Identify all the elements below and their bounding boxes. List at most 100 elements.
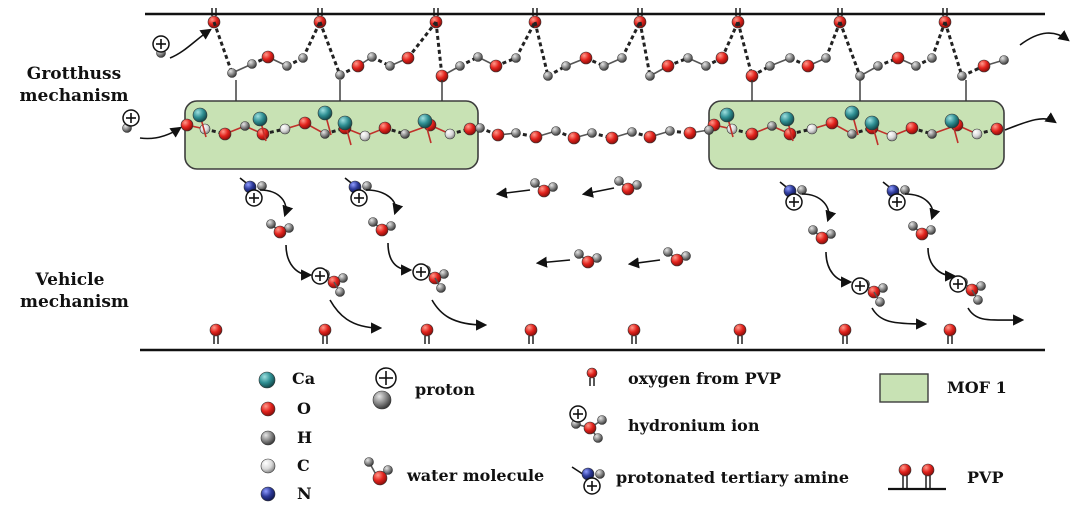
legend-hydronium-symbol — [569, 405, 607, 443]
atom-h — [704, 125, 714, 135]
atom-h — [821, 53, 831, 63]
transfer-arrow — [801, 193, 837, 223]
legend-label-proton: proton — [415, 380, 475, 399]
water-oxygen — [375, 223, 389, 237]
water-oxygen — [815, 231, 829, 245]
transfer-arrow — [904, 193, 941, 221]
atom-h — [665, 126, 675, 136]
atom-h — [240, 121, 250, 131]
hydrogen-bond-dash — [943, 21, 964, 77]
atom-o — [661, 59, 675, 73]
atom-h — [911, 61, 921, 71]
atom-h — [247, 59, 257, 69]
atom-h — [227, 68, 237, 78]
pvp-oxygen — [524, 323, 538, 337]
hydrogen-bond-dash — [212, 21, 234, 74]
molecule-network — [122, 8, 1070, 344]
hydrogen-atom — [808, 225, 818, 235]
proton-symbol — [851, 277, 869, 295]
hydrogen-atom — [875, 297, 885, 307]
hydrogen-bond-dash — [406, 21, 438, 59]
atom-c — [279, 123, 291, 135]
atom-h — [855, 71, 865, 81]
hydrogen-atom — [266, 219, 276, 229]
proton-symbol — [245, 189, 263, 207]
atom-h — [455, 61, 465, 71]
calcium-atom — [192, 107, 208, 123]
atom-h — [627, 127, 637, 137]
hydrogen-bond-dash — [533, 21, 550, 77]
legend-mof-swatch — [879, 373, 929, 403]
atom-o — [579, 51, 593, 65]
atom-h — [587, 128, 597, 138]
proton-symbol — [152, 35, 170, 53]
pvp-oxygen — [209, 323, 223, 337]
transfer-arrow — [871, 307, 928, 330]
transfer-arrow — [581, 186, 615, 198]
legend-label-o: O — [297, 399, 311, 418]
calcium-atom — [944, 113, 960, 129]
legend-proton-symbol — [372, 390, 392, 410]
hydrogen-atom — [383, 465, 393, 475]
water-oxygen — [670, 253, 684, 267]
atom-h — [561, 61, 571, 71]
hydrogen-atom — [797, 185, 807, 195]
atom-h — [645, 71, 655, 81]
transfer-arrow — [535, 256, 571, 268]
atom-h — [599, 61, 609, 71]
proton-symbol — [350, 189, 368, 207]
atom-h — [847, 129, 857, 139]
pvp-oxygen — [898, 463, 912, 477]
atom-h — [385, 61, 395, 71]
atom-o — [683, 126, 697, 140]
legend-c-symbol — [260, 458, 276, 474]
atom-h — [873, 61, 883, 71]
proton-symbol — [412, 263, 430, 281]
hydrogen-atom — [663, 247, 673, 257]
transfer-arrow — [285, 244, 313, 281]
proton-symbol — [888, 193, 906, 211]
proton-symbol — [311, 267, 329, 285]
legend-water-symbol — [364, 457, 393, 486]
vehicle-label-line1: Vehicle — [35, 270, 105, 290]
atom-h — [335, 70, 345, 80]
water-oxygen — [273, 225, 287, 239]
legend-label-protonated-tertiary-amine: protonated tertiary amine — [616, 468, 849, 487]
proton-entry-arrow — [169, 28, 212, 59]
legend-label-n: N — [297, 484, 312, 503]
hydrogen-bond-dash — [638, 21, 652, 77]
legend-ca-symbol — [258, 371, 276, 389]
atom-o — [463, 122, 477, 136]
hydrogen-bond-dash — [434, 21, 444, 77]
atom-h — [617, 53, 627, 63]
hydrogen-atom — [530, 178, 540, 188]
atom-o — [715, 51, 729, 65]
legend-label-h: H — [297, 428, 313, 447]
atom-h — [367, 52, 377, 62]
atom-o — [489, 59, 503, 73]
proton-symbol — [583, 477, 601, 495]
transfer-arrow — [431, 299, 488, 331]
hydrogen-atom — [900, 185, 910, 195]
pvp-oxygen — [943, 323, 957, 337]
atom-h — [765, 61, 775, 71]
atom-o — [298, 116, 312, 130]
atom-h — [999, 55, 1009, 65]
atom-h — [701, 61, 711, 71]
atom-h — [475, 123, 485, 133]
atom-o — [605, 131, 619, 145]
pvp-oxygen — [838, 323, 852, 337]
calcium-atom — [252, 111, 268, 127]
hydrogen-atom — [364, 457, 374, 467]
atom-h — [551, 126, 561, 136]
hydrogen-atom — [362, 181, 372, 191]
legend-label-hydronium-ion: hydronium ion — [628, 416, 760, 435]
atom-h — [927, 53, 937, 63]
pvp-oxygen — [921, 463, 935, 477]
hydrogen-atom — [593, 433, 603, 443]
atom-h — [298, 53, 308, 63]
atom-c — [359, 130, 371, 142]
atom-h — [511, 128, 521, 138]
atom-h — [543, 71, 553, 81]
